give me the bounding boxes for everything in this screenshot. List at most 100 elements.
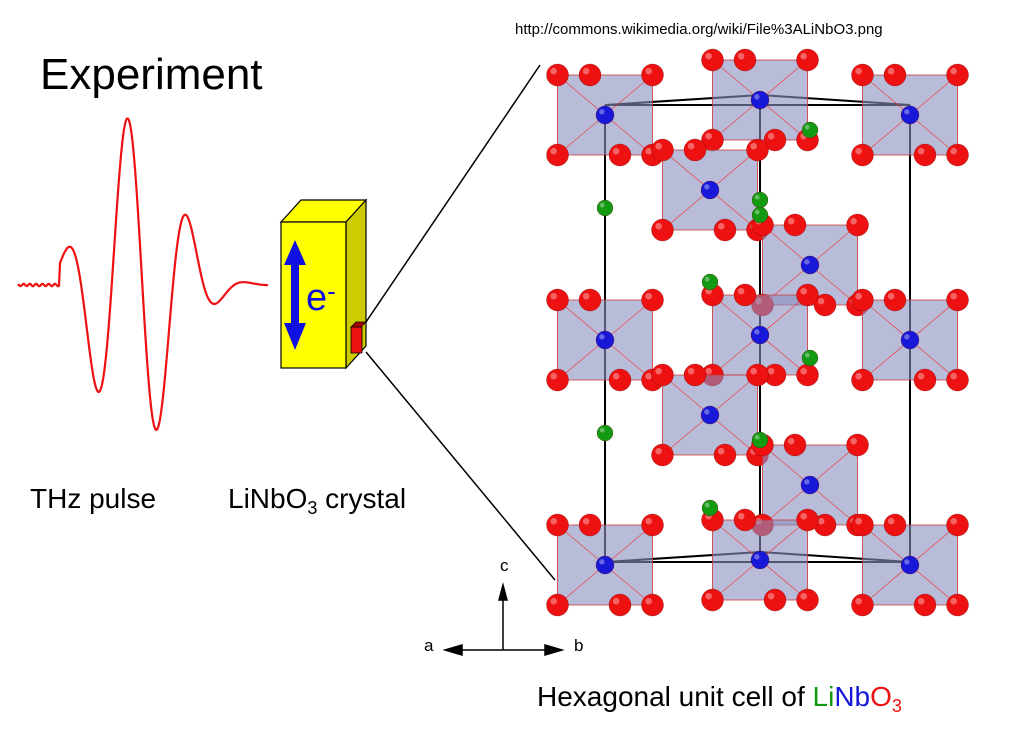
o-atom-highlight [687,367,695,375]
o-atom-highlight [550,67,557,75]
caption-nb: Nb [834,681,871,712]
crystal-label: LiNbO3 crystal [228,483,407,518]
crystal-sample-region [350,326,363,354]
nb-atom [595,330,615,350]
o-atom-highlight [687,142,695,150]
o-atom-highlight [950,67,957,75]
o-atom [946,288,969,312]
o-atom-highlight [645,292,652,300]
li-atom [751,431,769,449]
o-atom [713,443,737,467]
o-atom [683,363,707,387]
o-atom-highlight [917,597,925,605]
nb-atom-highlight [904,109,910,115]
o-atom-highlight [582,517,590,525]
o-atom-highlight [817,517,825,525]
o-atom-highlight [717,222,725,230]
o-atom-highlight [645,372,652,380]
o-atom-highlight [800,592,807,600]
nb-atom [750,550,770,570]
o-atom [796,508,819,532]
o-atom-highlight [655,142,662,150]
li-atom-highlight [754,194,760,200]
o-atom-highlight [800,367,807,375]
nb-atom [750,90,770,110]
axis-triad [442,582,565,657]
nb-atom [900,105,920,125]
li-atom [596,424,614,442]
o-atom-highlight [645,67,652,75]
crystal-label-prefix: LiNbO [228,483,308,514]
o-atom-highlight [767,367,775,375]
nb-atom-highlight [599,559,605,565]
o-atom-highlight [950,292,957,300]
li-atom [701,273,719,291]
nb-atom [700,180,720,200]
caption-li: Li [812,681,835,712]
o-atom-highlight [855,292,862,300]
caption-prefix: Hexagonal unit cell of [537,681,813,712]
o-atom [946,513,969,537]
o-atom-highlight [887,67,895,75]
o-atom [746,363,769,387]
o-atom [733,283,757,307]
o-atom [851,143,874,167]
o-atom [641,288,664,312]
o-atom-highlight [950,597,957,605]
caption-o: O [870,681,892,712]
nb-atom [900,555,920,575]
source-url: http://commons.wikimedia.org/wiki/File%3… [515,21,883,38]
o-atom [946,63,969,87]
o-atom [883,288,907,312]
o-atom [641,513,664,537]
li-atom [801,121,819,139]
o-atom [651,138,674,162]
o-atom [783,213,807,237]
o-atom-highlight [582,292,590,300]
nb-atom-highlight [754,329,760,335]
o-atom-highlight [855,597,862,605]
o-atom [746,138,769,162]
o-atom [701,588,724,612]
li-atom [596,199,614,217]
crystal-label-sub: 3 [307,498,318,518]
nb-atom-highlight [704,184,710,190]
o-atom [913,368,937,392]
nb-atom-highlight [904,559,910,565]
o-atom [733,48,757,72]
o-atom-highlight [550,147,557,155]
li-atom-highlight [704,276,710,282]
o-atom [796,48,819,72]
li-atom-highlight [804,352,810,358]
electron-charge: - [327,276,336,306]
o-atom-highlight [850,437,857,445]
o-atom-highlight [767,592,775,600]
page-title: Experiment [40,50,263,99]
o-atom [763,588,787,612]
zoom-line-top [365,64,541,323]
hexagonal-unit-cell [546,48,969,617]
nb-atom-highlight [804,259,810,265]
li-atom [751,191,769,209]
o-atom-highlight [717,447,725,455]
o-atom [913,143,937,167]
o-atom-highlight [887,292,895,300]
thz-pulse-waveform [17,117,269,432]
o-atom [851,513,874,537]
thz-pulse-label: THz pulse [30,483,157,514]
o-atom-highlight [800,287,807,295]
o-atom [641,593,664,617]
o-atom-highlight [612,372,620,380]
o-atom [651,218,674,242]
o-atom-highlight [950,517,957,525]
o-atom [783,433,807,457]
o-atom [546,513,569,537]
li-atom-highlight [804,124,810,130]
crystal-label-suffix: crystal [317,483,407,514]
o-atom [846,433,869,457]
o-atom [546,593,569,617]
li-atom [701,499,719,517]
o-atom-highlight [767,132,775,140]
o-atom-highlight [800,52,807,60]
o-atom-highlight [750,367,757,375]
